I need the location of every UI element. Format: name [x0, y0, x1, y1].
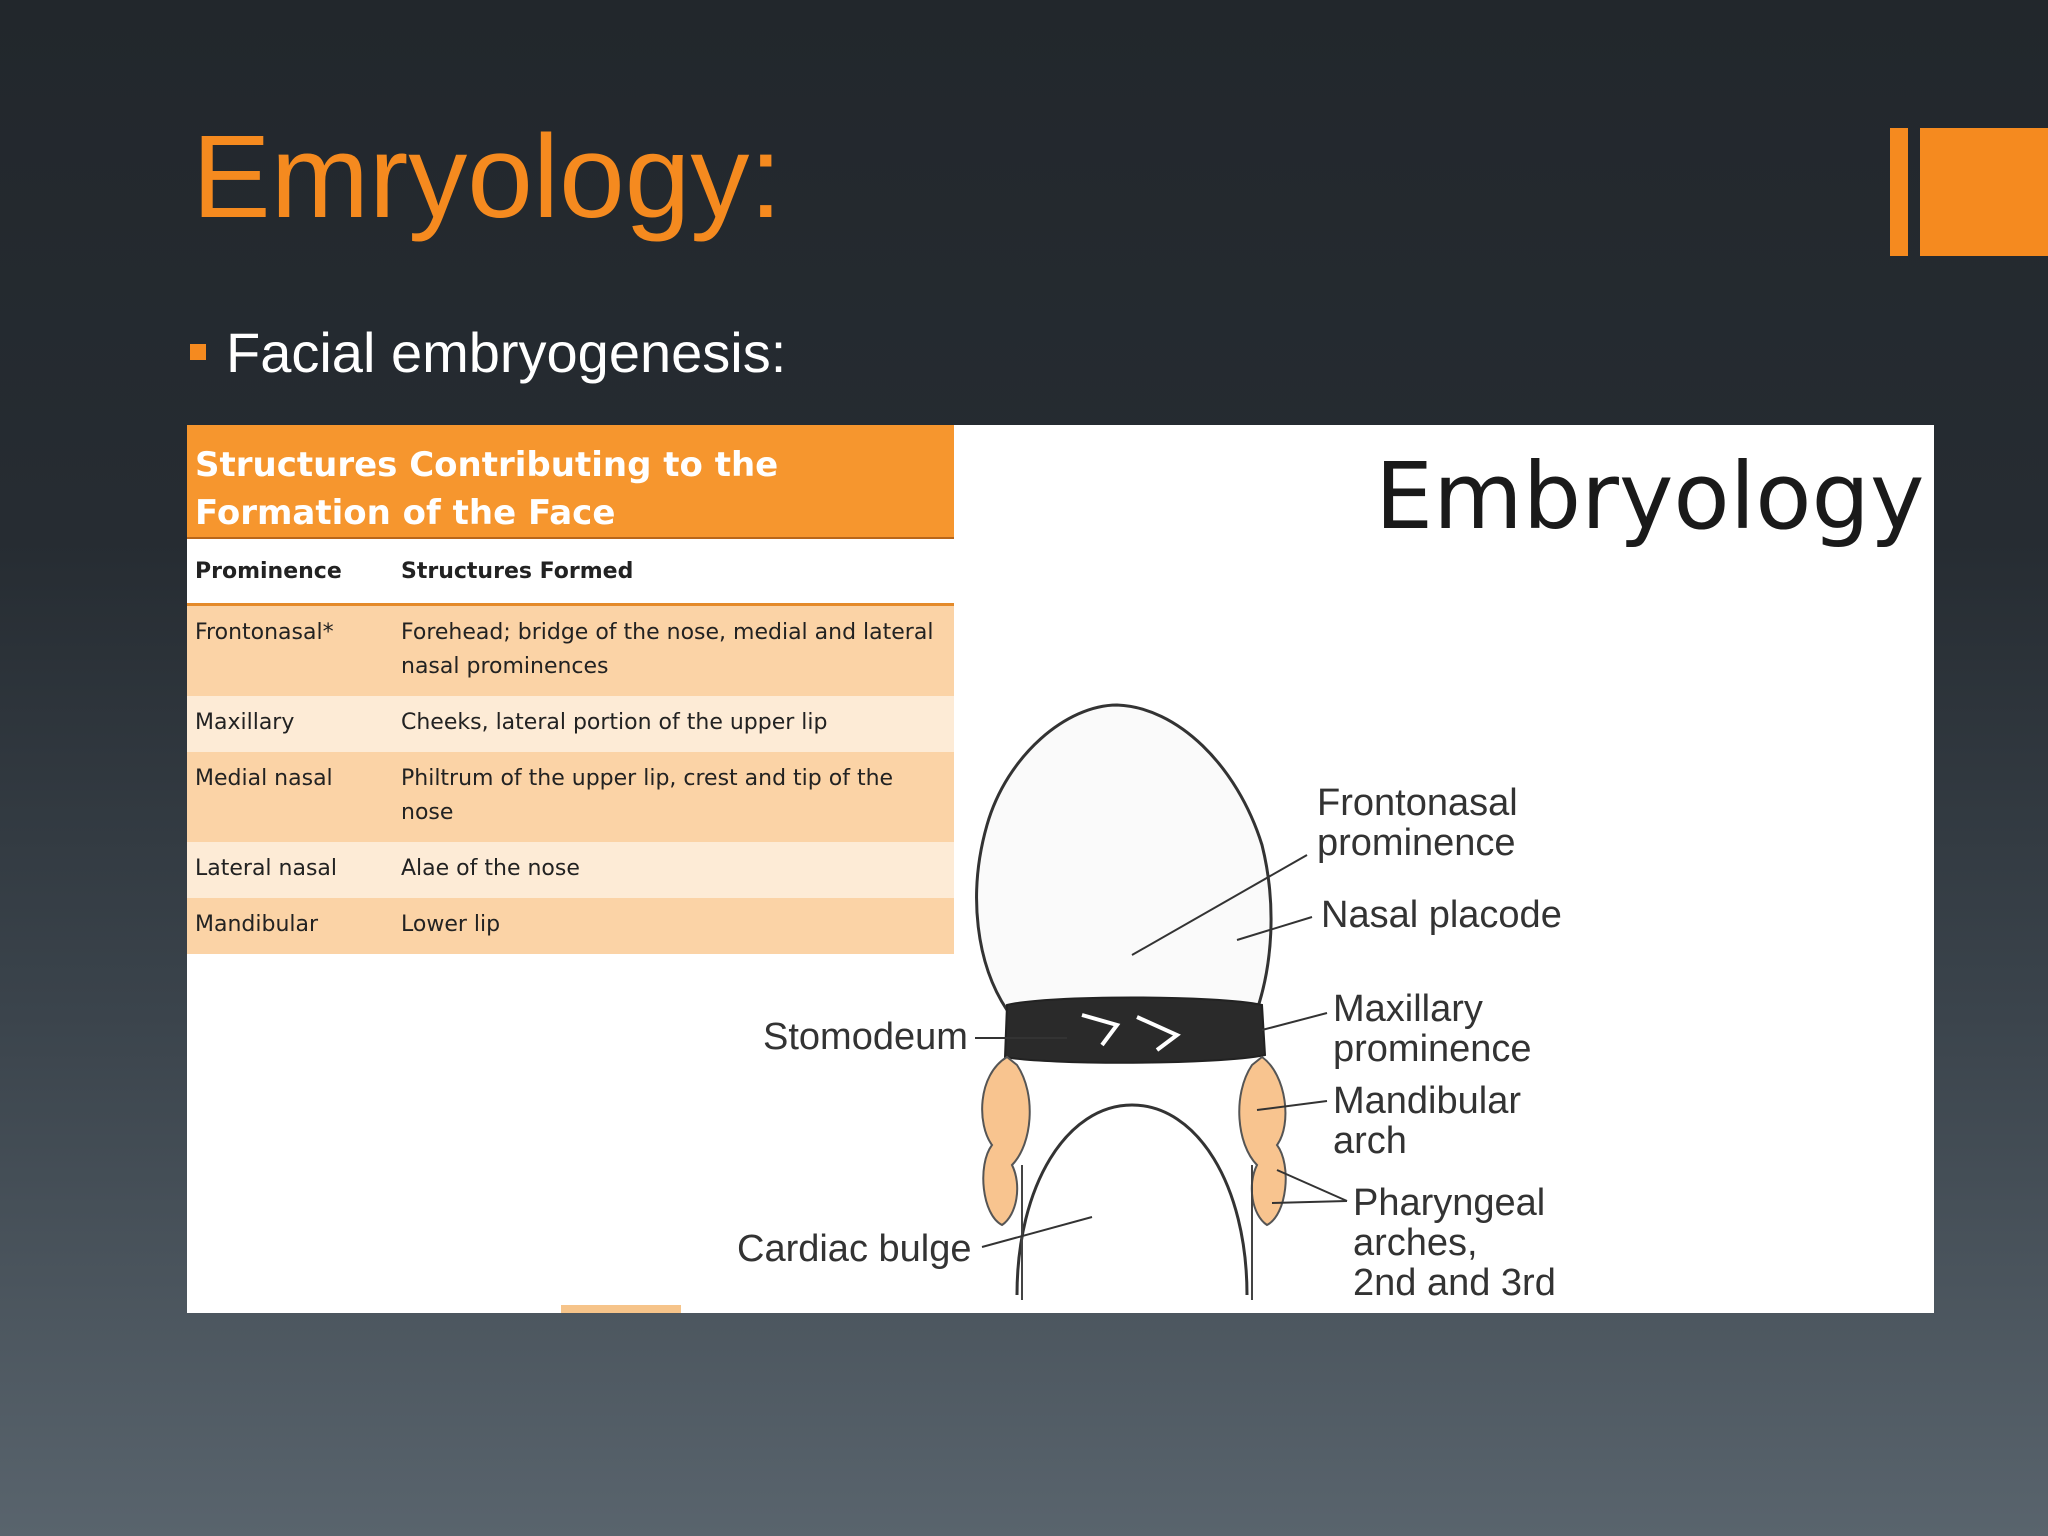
cell-structures: Forehead; bridge of the nose, medial and… — [401, 620, 934, 679]
label-frontonasal-prominence: Frontonasal prominence — [1317, 783, 1518, 863]
label-mandibular-arch: Mandibular arch — [1333, 1081, 1521, 1161]
head-outline — [975, 703, 1273, 1012]
cell-structures: Philtrum of the upper lip, crest and tip… — [401, 766, 894, 825]
cardiac-bulge — [1015, 1103, 1249, 1296]
embryology-figure: Structures Contributing to the Formation… — [187, 425, 1934, 1313]
pointer-maxillary — [1261, 1012, 1328, 1031]
accent-bar-thin — [1890, 128, 1908, 256]
pointer-pharyngeal-1 — [1276, 1169, 1348, 1202]
table-row: Medial nasal Philtrum of the upper lip, … — [187, 752, 954, 842]
label-line: Pharyngeal — [1353, 1182, 1546, 1224]
label-line: arch — [1333, 1120, 1407, 1162]
table-row: Frontonasal* Forehead; bridge of the nos… — [187, 606, 954, 696]
label-line: prominence — [1333, 1028, 1532, 1070]
table-row: Mandibular Lower lip — [187, 898, 954, 954]
cell-structures: Lower lip — [401, 912, 501, 937]
cell-prominence: Maxillary — [195, 710, 295, 735]
column-header-prominence: Prominence — [195, 559, 342, 584]
pointer-pharyngeal-2 — [1271, 1200, 1348, 1204]
bullet-text: Facial embryogenesis: — [226, 321, 787, 384]
cell-prominence: Medial nasal — [195, 766, 333, 791]
bullet-square-icon — [190, 344, 206, 360]
table-row: Maxillary Cheeks, lateral portion of the… — [187, 696, 954, 752]
label-line: Mandibular — [1333, 1080, 1521, 1122]
cell-prominence: Mandibular — [195, 912, 319, 937]
embryo-face-diagram — [975, 703, 1348, 1300]
right-arches — [1238, 1055, 1287, 1227]
pointer-nasal-placode — [1236, 916, 1313, 941]
label-line: 2nd and 3rd — [1353, 1262, 1556, 1304]
accent-bar-thick — [1920, 128, 2048, 256]
stomodeum-band — [1003, 996, 1267, 1064]
embryology-title: Embryology — [1375, 443, 1925, 550]
label-cardiac-bulge: Cardiac bulge — [737, 1228, 972, 1270]
label-line: arches, — [1353, 1222, 1478, 1264]
label-pharyngeal-arches: Pharyngeal arches, 2nd and 3rd — [1353, 1183, 1556, 1303]
label-stomodeum: Stomodeum — [763, 1016, 968, 1058]
table-heading-line1: Structures Contributing to the — [195, 445, 779, 485]
cell-prominence: Lateral nasal — [195, 856, 338, 881]
cell-structures: Alae of the nose — [401, 856, 580, 881]
cell-prominence: Frontonasal* — [195, 620, 334, 645]
label-line: prominence — [1317, 822, 1516, 864]
label-line: Maxillary — [1333, 988, 1483, 1030]
left-arches — [981, 1055, 1031, 1227]
structures-table: Structures Contributing to the Formation… — [187, 425, 954, 954]
label-nasal-placode: Nasal placode — [1321, 894, 1562, 936]
label-maxillary-prominence: Maxillary prominence — [1333, 989, 1532, 1069]
pointer-frontonasal — [1131, 854, 1308, 956]
stomodeum-detail — [1081, 1013, 1181, 1052]
table-heading: Structures Contributing to the Formation… — [187, 425, 954, 539]
pointer-cardiac — [981, 1216, 1093, 1248]
table-column-headers: Prominence Structures Formed — [187, 539, 954, 606]
table-row: Lateral nasal Alae of the nose — [187, 842, 954, 898]
slide-title: Emryology: — [192, 111, 783, 243]
orange-strip — [561, 1305, 681, 1313]
column-header-structures: Structures Formed — [401, 559, 634, 584]
label-line: Frontonasal — [1317, 782, 1518, 824]
table-heading-line2: Formation of the Face — [195, 493, 616, 533]
cell-structures: Cheeks, lateral portion of the upper lip — [401, 710, 828, 735]
pointer-mandibular — [1256, 1100, 1328, 1111]
